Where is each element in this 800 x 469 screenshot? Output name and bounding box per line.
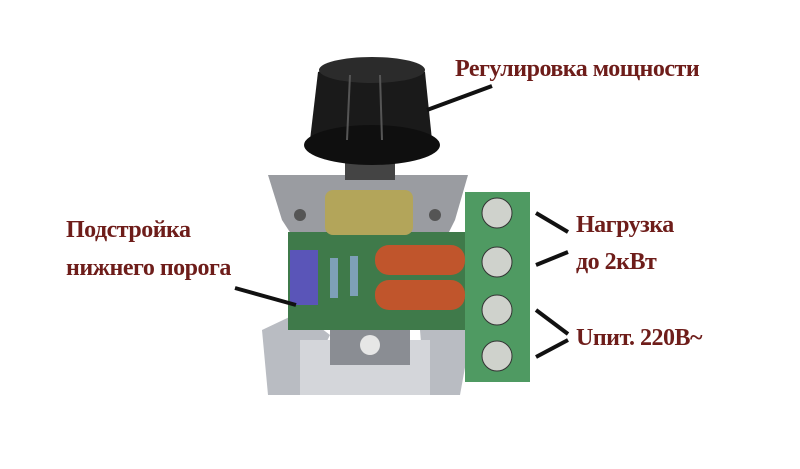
label-trim-line1: Подстройка <box>66 217 191 243</box>
capacitor <box>375 280 465 310</box>
terminal-block <box>465 192 530 382</box>
label-trim-line2: нижнего порога <box>66 255 231 281</box>
pointer-lines <box>234 84 570 359</box>
trimmer-resistor <box>290 250 318 305</box>
label-load-line1: Нагрузка <box>576 212 674 238</box>
knob <box>304 57 440 180</box>
label-supply: Uпит. 220В~ <box>576 325 702 351</box>
capacitor <box>375 245 465 275</box>
label-load-line2: до 2кВт <box>576 249 657 275</box>
potentiometer <box>325 190 413 235</box>
heatsink <box>262 312 470 395</box>
label-power-control: Регулировка мощности <box>455 56 700 82</box>
